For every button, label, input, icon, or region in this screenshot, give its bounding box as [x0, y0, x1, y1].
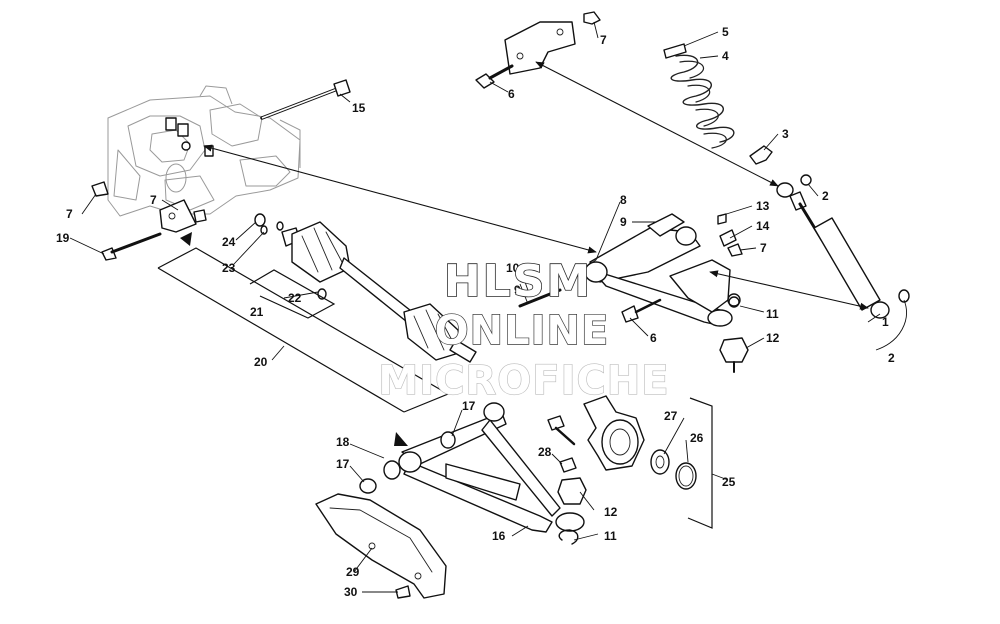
leader-lines [69, 21, 907, 593]
callout-17: 17 [336, 457, 350, 471]
callout-21: 21 [250, 305, 264, 319]
callout-labels: 1 2 2 3 4 5 6 6 7 7 7 7 8 9 9 10 11 11 1… [56, 25, 895, 599]
steering-knuckle [547, 395, 697, 490]
bolt-15 [260, 79, 351, 120]
callout-12: 12 [604, 505, 618, 519]
callout-29: 29 [346, 565, 360, 579]
watermark-line-3: MICROFICHE [378, 358, 669, 404]
callout-10: 10 [506, 261, 520, 275]
callout-9: 9 [514, 283, 521, 297]
callout-27: 27 [664, 409, 678, 423]
callout-3: 3 [782, 127, 789, 141]
callout-7: 7 [600, 33, 607, 47]
callout-1: 1 [882, 315, 889, 329]
skid-plate [315, 493, 447, 599]
callout-7: 7 [66, 207, 73, 221]
callout-28: 28 [538, 445, 552, 459]
callout-5: 5 [722, 25, 729, 39]
callout-12: 12 [766, 331, 780, 345]
spring-assembly [663, 43, 773, 165]
direction-arrows [203, 61, 869, 446]
callout-8: 8 [620, 193, 627, 207]
watermark-line-2: ONLINE [435, 308, 610, 354]
callout-18: 18 [336, 435, 350, 449]
watermark: HLSM ONLINE MICROFICHE [378, 255, 670, 404]
callout-15: 15 [352, 101, 366, 115]
callout-6: 6 [508, 87, 515, 101]
watermark-line-1: HLSM [444, 256, 592, 307]
callout-26: 26 [690, 431, 704, 445]
callout-17: 17 [462, 399, 476, 413]
callout-16: 16 [492, 529, 506, 543]
callout-7: 7 [760, 241, 767, 255]
upper-bracket [475, 11, 601, 89]
callout-9: 9 [620, 215, 627, 229]
frame-bracket [91, 181, 207, 261]
lower-ball-joint [557, 293, 741, 545]
callout-11: 11 [766, 307, 779, 321]
callout-25: 25 [722, 475, 736, 489]
upper-a-arm [518, 213, 743, 327]
shock-absorber [776, 174, 910, 319]
upper-ball-joint [719, 337, 749, 373]
callout-6: 6 [650, 331, 657, 345]
lower-a-arm [359, 402, 585, 533]
callout-20: 20 [254, 355, 268, 369]
callout-2: 2 [822, 189, 829, 203]
callout-13: 13 [756, 199, 770, 213]
callout-11: 11 [604, 529, 617, 543]
callout-22: 22 [288, 291, 302, 305]
callout-14: 14 [756, 219, 770, 233]
callout-2: 2 [888, 351, 895, 365]
callout-30: 30 [344, 585, 358, 599]
frame-section [107, 85, 301, 217]
callout-24: 24 [222, 235, 236, 249]
callout-7: 7 [150, 193, 157, 207]
callout-19: 19 [56, 231, 70, 245]
callout-4: 4 [722, 49, 729, 63]
callout-23: 23 [222, 261, 236, 275]
